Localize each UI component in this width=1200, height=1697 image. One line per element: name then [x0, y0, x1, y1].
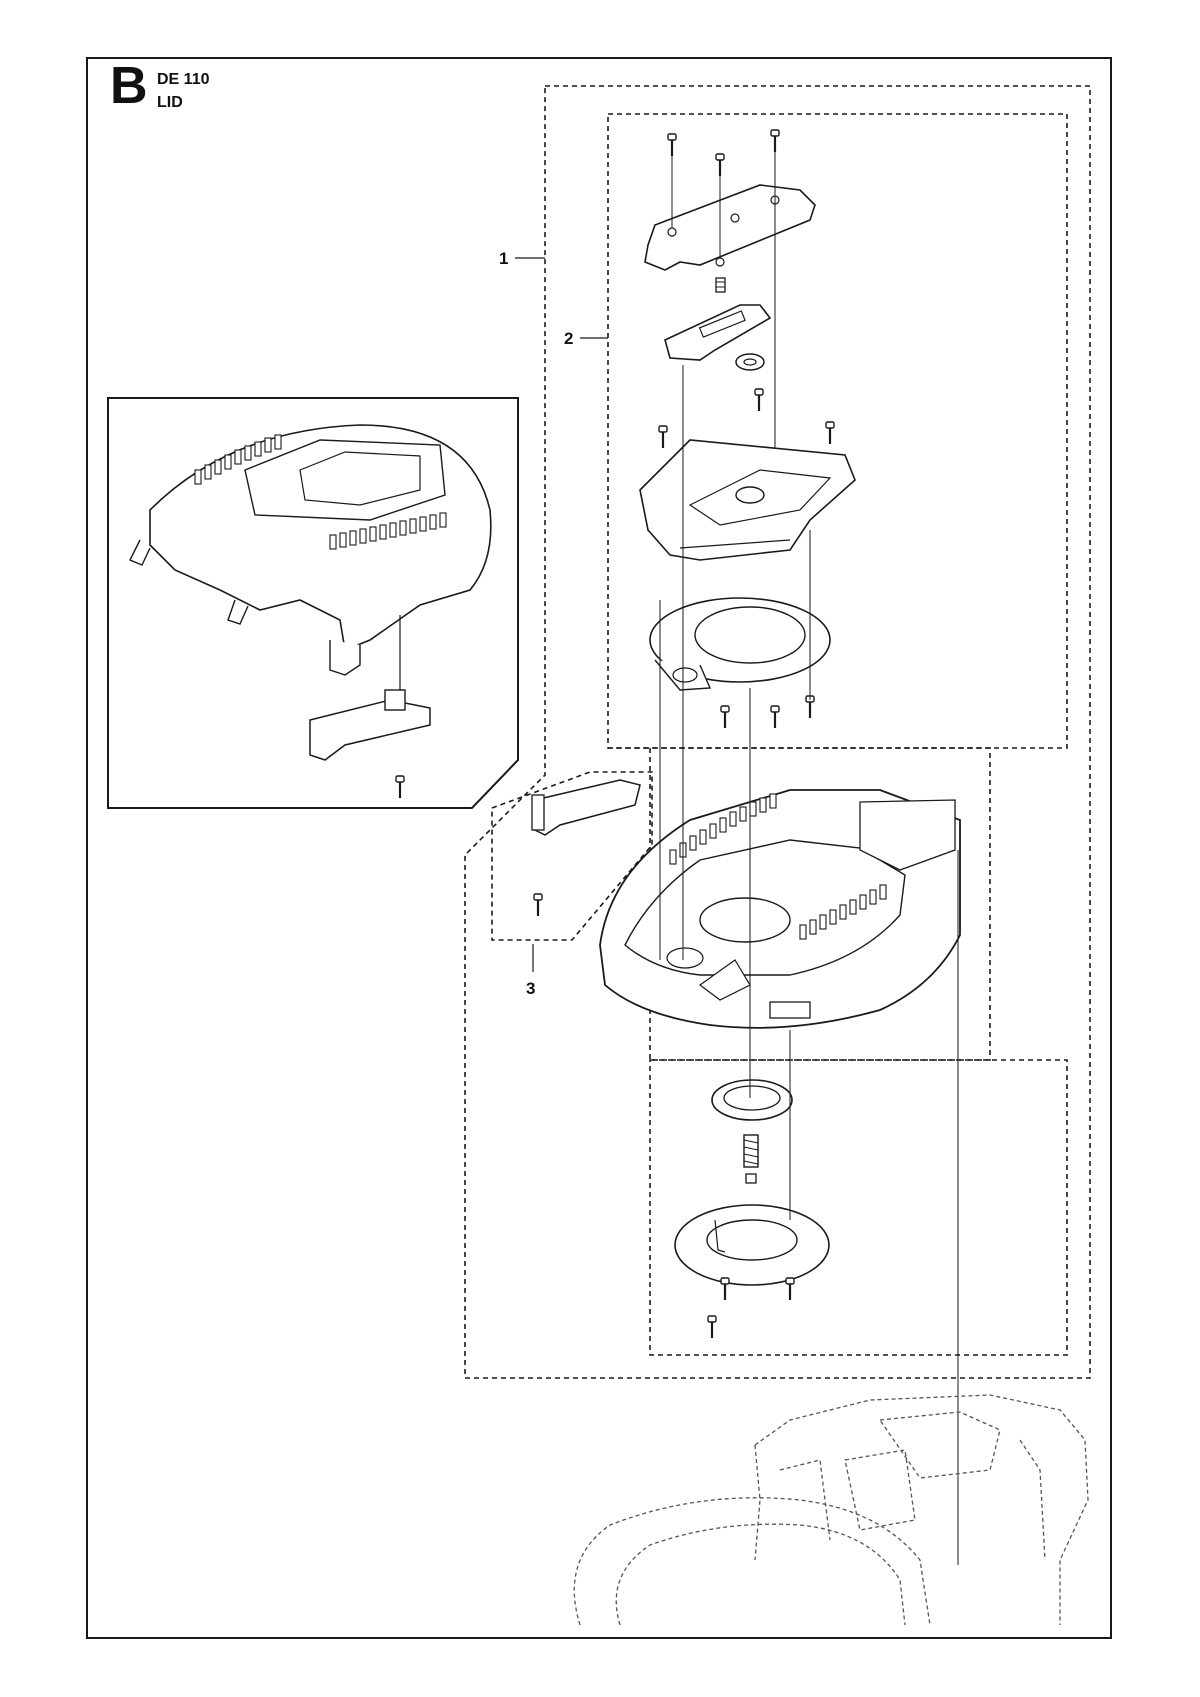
callout-2: 2 — [564, 329, 574, 348]
model-number: DE 110 — [157, 71, 210, 88]
group-2-boundary — [607, 113, 1068, 749]
inset-detail-panel — [107, 397, 519, 809]
skirt-ring — [674, 1204, 830, 1286]
top-cover-plate — [644, 184, 816, 271]
spare-latch — [531, 779, 641, 836]
callout-1: 1 — [499, 249, 509, 268]
lid-body — [599, 789, 961, 1029]
lower-kit-boundary — [649, 1059, 1068, 1356]
gasket-plate — [649, 597, 831, 691]
section-letter: B — [110, 57, 148, 115]
group-1-boundary — [464, 85, 1091, 1379]
spring-icon — [715, 277, 726, 293]
assembly-title: LID — [157, 94, 183, 111]
assembly-boundaries — [464, 85, 1091, 1379]
latch-handle — [664, 304, 772, 361]
assembly-lines-long — [659, 365, 959, 1565]
callout-3: 3 — [526, 979, 536, 998]
seal-ring — [711, 1079, 793, 1121]
assembly-lines-top — [671, 152, 776, 472]
base-unit-outline — [573, 1394, 1089, 1626]
drawing-frame — [86, 57, 1112, 1639]
latch-icon — [534, 779, 641, 836]
callout-leaders — [515, 257, 608, 972]
latch-housing — [639, 439, 856, 561]
spring-icon — [743, 1134, 759, 1168]
group-3-boundary — [491, 771, 653, 941]
